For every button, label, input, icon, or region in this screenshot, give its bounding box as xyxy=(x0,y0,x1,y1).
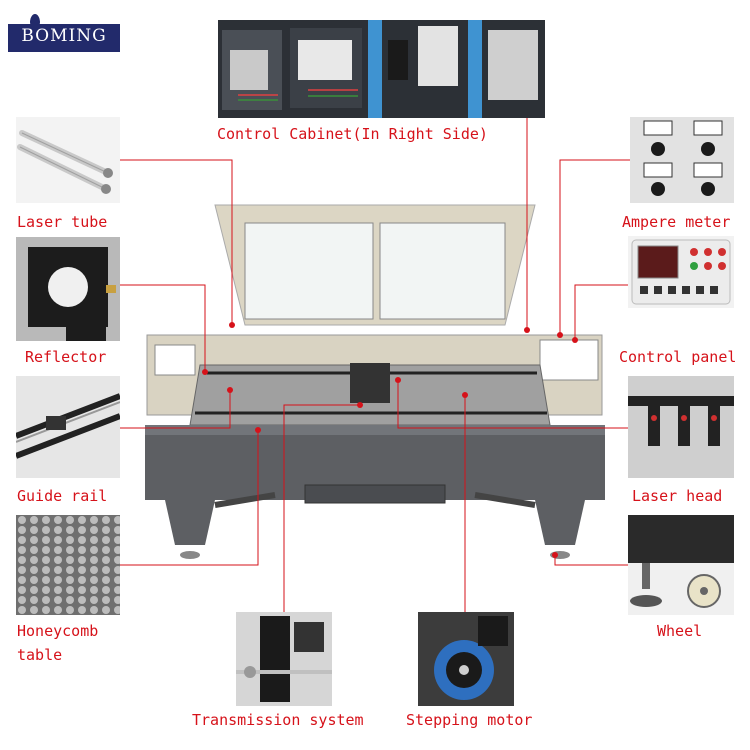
reflector-label: Reflector xyxy=(25,348,107,366)
control-cabinet-label: Control Cabinet(In Right Side) xyxy=(217,125,488,143)
honeycomb-label-line1: Honeycomb xyxy=(17,622,99,640)
logo-drop-icon xyxy=(30,14,40,28)
wheel-label: Wheel xyxy=(657,622,703,640)
stepping-motor-label: Stepping motor xyxy=(406,711,533,729)
control-cabinet-photo xyxy=(218,20,545,118)
laser-head-photo xyxy=(628,376,734,478)
reflector-photo xyxy=(16,237,120,341)
honeycomb-label-line2: table xyxy=(17,646,63,664)
control-panel-label: Control panel xyxy=(619,348,737,366)
stepping-motor-photo xyxy=(418,612,514,706)
ampere-meter-photo xyxy=(630,117,734,203)
wheel-photo xyxy=(628,515,734,615)
honeycomb-photo xyxy=(16,515,120,615)
logo-bar xyxy=(8,24,120,52)
control-panel-photo xyxy=(628,236,734,308)
transmission-photo xyxy=(236,612,332,706)
laser-machine-illustration xyxy=(145,195,605,570)
laser-head-label: Laser head xyxy=(632,487,723,505)
laser-tube-label: Laser tube xyxy=(17,213,108,231)
guide-rail-photo xyxy=(16,376,120,478)
transmission-label: Transmission system xyxy=(192,711,364,729)
brand-name: BOMING xyxy=(21,26,107,46)
brand-logo: BOMING xyxy=(8,14,120,52)
ampere-meter-label: Ampere meter xyxy=(622,213,731,231)
guide-rail-label: Guide rail xyxy=(17,487,108,505)
laser-tube-photo xyxy=(16,117,120,203)
